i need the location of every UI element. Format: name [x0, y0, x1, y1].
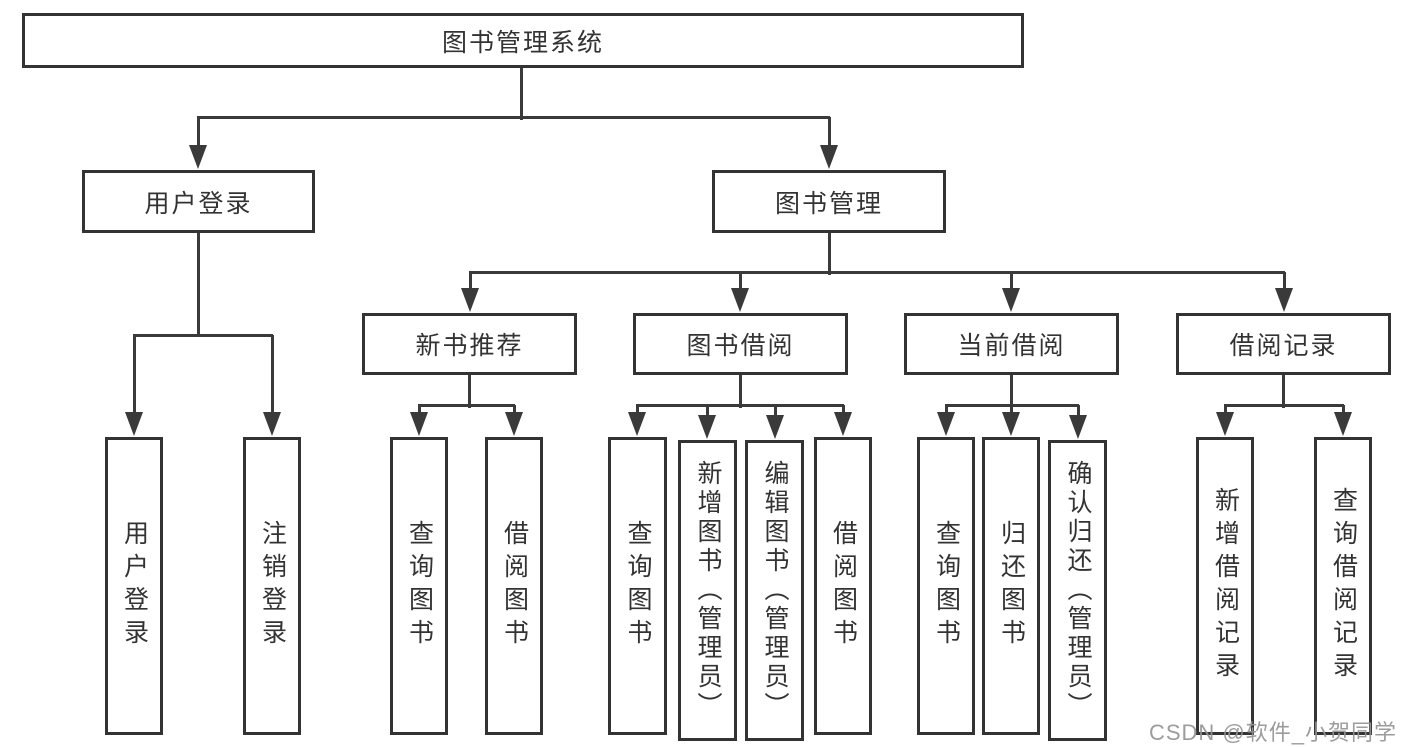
arrow-down-icon [1002, 288, 1020, 312]
leaf-user-login-label: 用户登录 [120, 520, 149, 652]
arrow-shaft [469, 272, 472, 288]
leaf-logout: 注销登录 [243, 437, 301, 735]
arrow-down-icon [410, 412, 428, 436]
arrow-shaft [1342, 405, 1345, 412]
arrow-shaft [1224, 405, 1227, 412]
leaf-query-books-borrow-label: 查询图书 [624, 520, 652, 652]
leaf-logout-label: 注销登录 [258, 520, 287, 652]
leaf-return-books: 归还图书 [982, 437, 1040, 735]
arrow-shaft [1010, 405, 1013, 412]
node-user-login: 用户登录 [82, 170, 315, 233]
leaf-add-book-admin-label: 新增图书（管理员） [694, 460, 722, 721]
arrow-down-icon [461, 288, 479, 312]
arrow-down-icon [125, 412, 143, 436]
arrow-shaft [739, 272, 742, 288]
arrow-down-icon [505, 412, 523, 436]
arrow-down-icon [1216, 412, 1234, 436]
leaf-add-book-admin: 新增图书（管理员） [678, 440, 737, 741]
node-book-management: 图书管理 [712, 170, 946, 233]
leaf-edit-book-admin: 编辑图书（管理员） [745, 440, 804, 741]
connector-hline [636, 404, 844, 407]
arrow-down-icon [766, 415, 784, 439]
connector-hline [469, 271, 1285, 274]
node-new-book-recommendation-label: 新书推荐 [415, 332, 524, 360]
node-library-management-system-label: 图书管理系统 [441, 28, 604, 57]
connector-hline [197, 116, 830, 119]
node-current-borrowing-label: 当前借阅 [957, 332, 1066, 360]
leaf-borrow-books-recommend: 借阅图书 [485, 437, 543, 735]
connector-vline [1010, 375, 1013, 408]
arrow-shaft [774, 405, 777, 415]
arrow-shaft [636, 405, 639, 412]
arrow-down-icon [834, 412, 852, 436]
arrow-shaft [418, 405, 421, 412]
arrow-down-icon [820, 145, 838, 169]
leaf-return-books-label: 归还图书 [997, 520, 1026, 652]
node-library-management-system: 图书管理系统 [22, 13, 1024, 68]
csdn-watermark: CSDN @软件_小贺同学 [1148, 720, 1397, 745]
leaf-add-borrow-record-label: 新增借阅记录 [1211, 487, 1240, 685]
node-book-management-label: 图书管理 [774, 189, 883, 218]
arrow-down-icon [731, 288, 749, 312]
arrow-down-icon [1002, 412, 1020, 436]
arrow-down-icon [937, 412, 955, 436]
leaf-confirm-return-admin: 确认归还（管理员） [1048, 440, 1107, 741]
node-new-book-recommendation: 新书推荐 [362, 313, 577, 375]
leaf-query-borrow-record-label: 查询借阅记录 [1329, 487, 1358, 685]
node-current-borrowing: 当前借阅 [904, 313, 1119, 375]
arrow-down-icon [263, 412, 281, 436]
node-book-borrowing-label: 图书借阅 [686, 332, 795, 360]
leaf-edit-book-admin-label: 编辑图书（管理员） [761, 460, 789, 721]
leaf-borrow-books-recommend-label: 借阅图书 [500, 520, 529, 652]
leaf-query-books-recommend-label: 查询图书 [405, 520, 434, 652]
arrow-down-icon [1069, 415, 1087, 439]
leaf-confirm-return-admin-label: 确认归还（管理员） [1064, 460, 1092, 721]
leaf-borrow-books-2-label: 借阅图书 [829, 520, 858, 652]
connector-vline [1282, 375, 1285, 408]
arrow-shaft [828, 117, 831, 145]
arrow-shaft [271, 335, 274, 412]
arrow-down-icon [628, 412, 646, 436]
arrow-shaft [1077, 405, 1080, 415]
leaf-query-borrow-record: 查询借阅记录 [1314, 437, 1372, 735]
arrow-shaft [1283, 272, 1286, 288]
arrow-down-icon [1275, 288, 1293, 312]
leaf-user-login: 用户登录 [105, 437, 163, 735]
node-borrowing-records: 借阅记录 [1176, 313, 1391, 375]
node-borrowing-records-label: 借阅记录 [1229, 332, 1338, 360]
arrow-shaft [945, 405, 948, 412]
connector-vline [468, 375, 471, 408]
leaf-query-books-recommend: 查询图书 [390, 437, 448, 735]
connector-vline [197, 233, 200, 335]
connector-vline [739, 375, 742, 408]
leaf-query-books-borrow: 查询图书 [608, 437, 667, 735]
arrow-down-icon [189, 145, 207, 169]
connector-vline [520, 68, 523, 120]
arrow-shaft [513, 405, 516, 412]
connector-hline [1224, 404, 1344, 407]
arrow-shaft [197, 117, 200, 145]
arrow-shaft [133, 335, 136, 412]
connector-hline [418, 404, 515, 407]
arrow-shaft [1010, 272, 1013, 288]
arrow-shaft [706, 405, 709, 415]
arrow-down-icon [1334, 412, 1352, 436]
connector-vline [828, 233, 831, 275]
leaf-add-borrow-record: 新增借阅记录 [1196, 437, 1254, 735]
node-book-borrowing: 图书借阅 [633, 313, 848, 375]
leaf-borrow-books-2: 借阅图书 [814, 437, 872, 735]
connector-hline [133, 334, 273, 337]
leaf-query-books-current-label: 查询图书 [932, 520, 961, 652]
node-user-login-label: 用户登录 [144, 189, 253, 218]
arrow-down-icon [698, 415, 716, 439]
arrow-shaft [842, 405, 845, 412]
leaf-query-books-current: 查询图书 [917, 437, 975, 735]
